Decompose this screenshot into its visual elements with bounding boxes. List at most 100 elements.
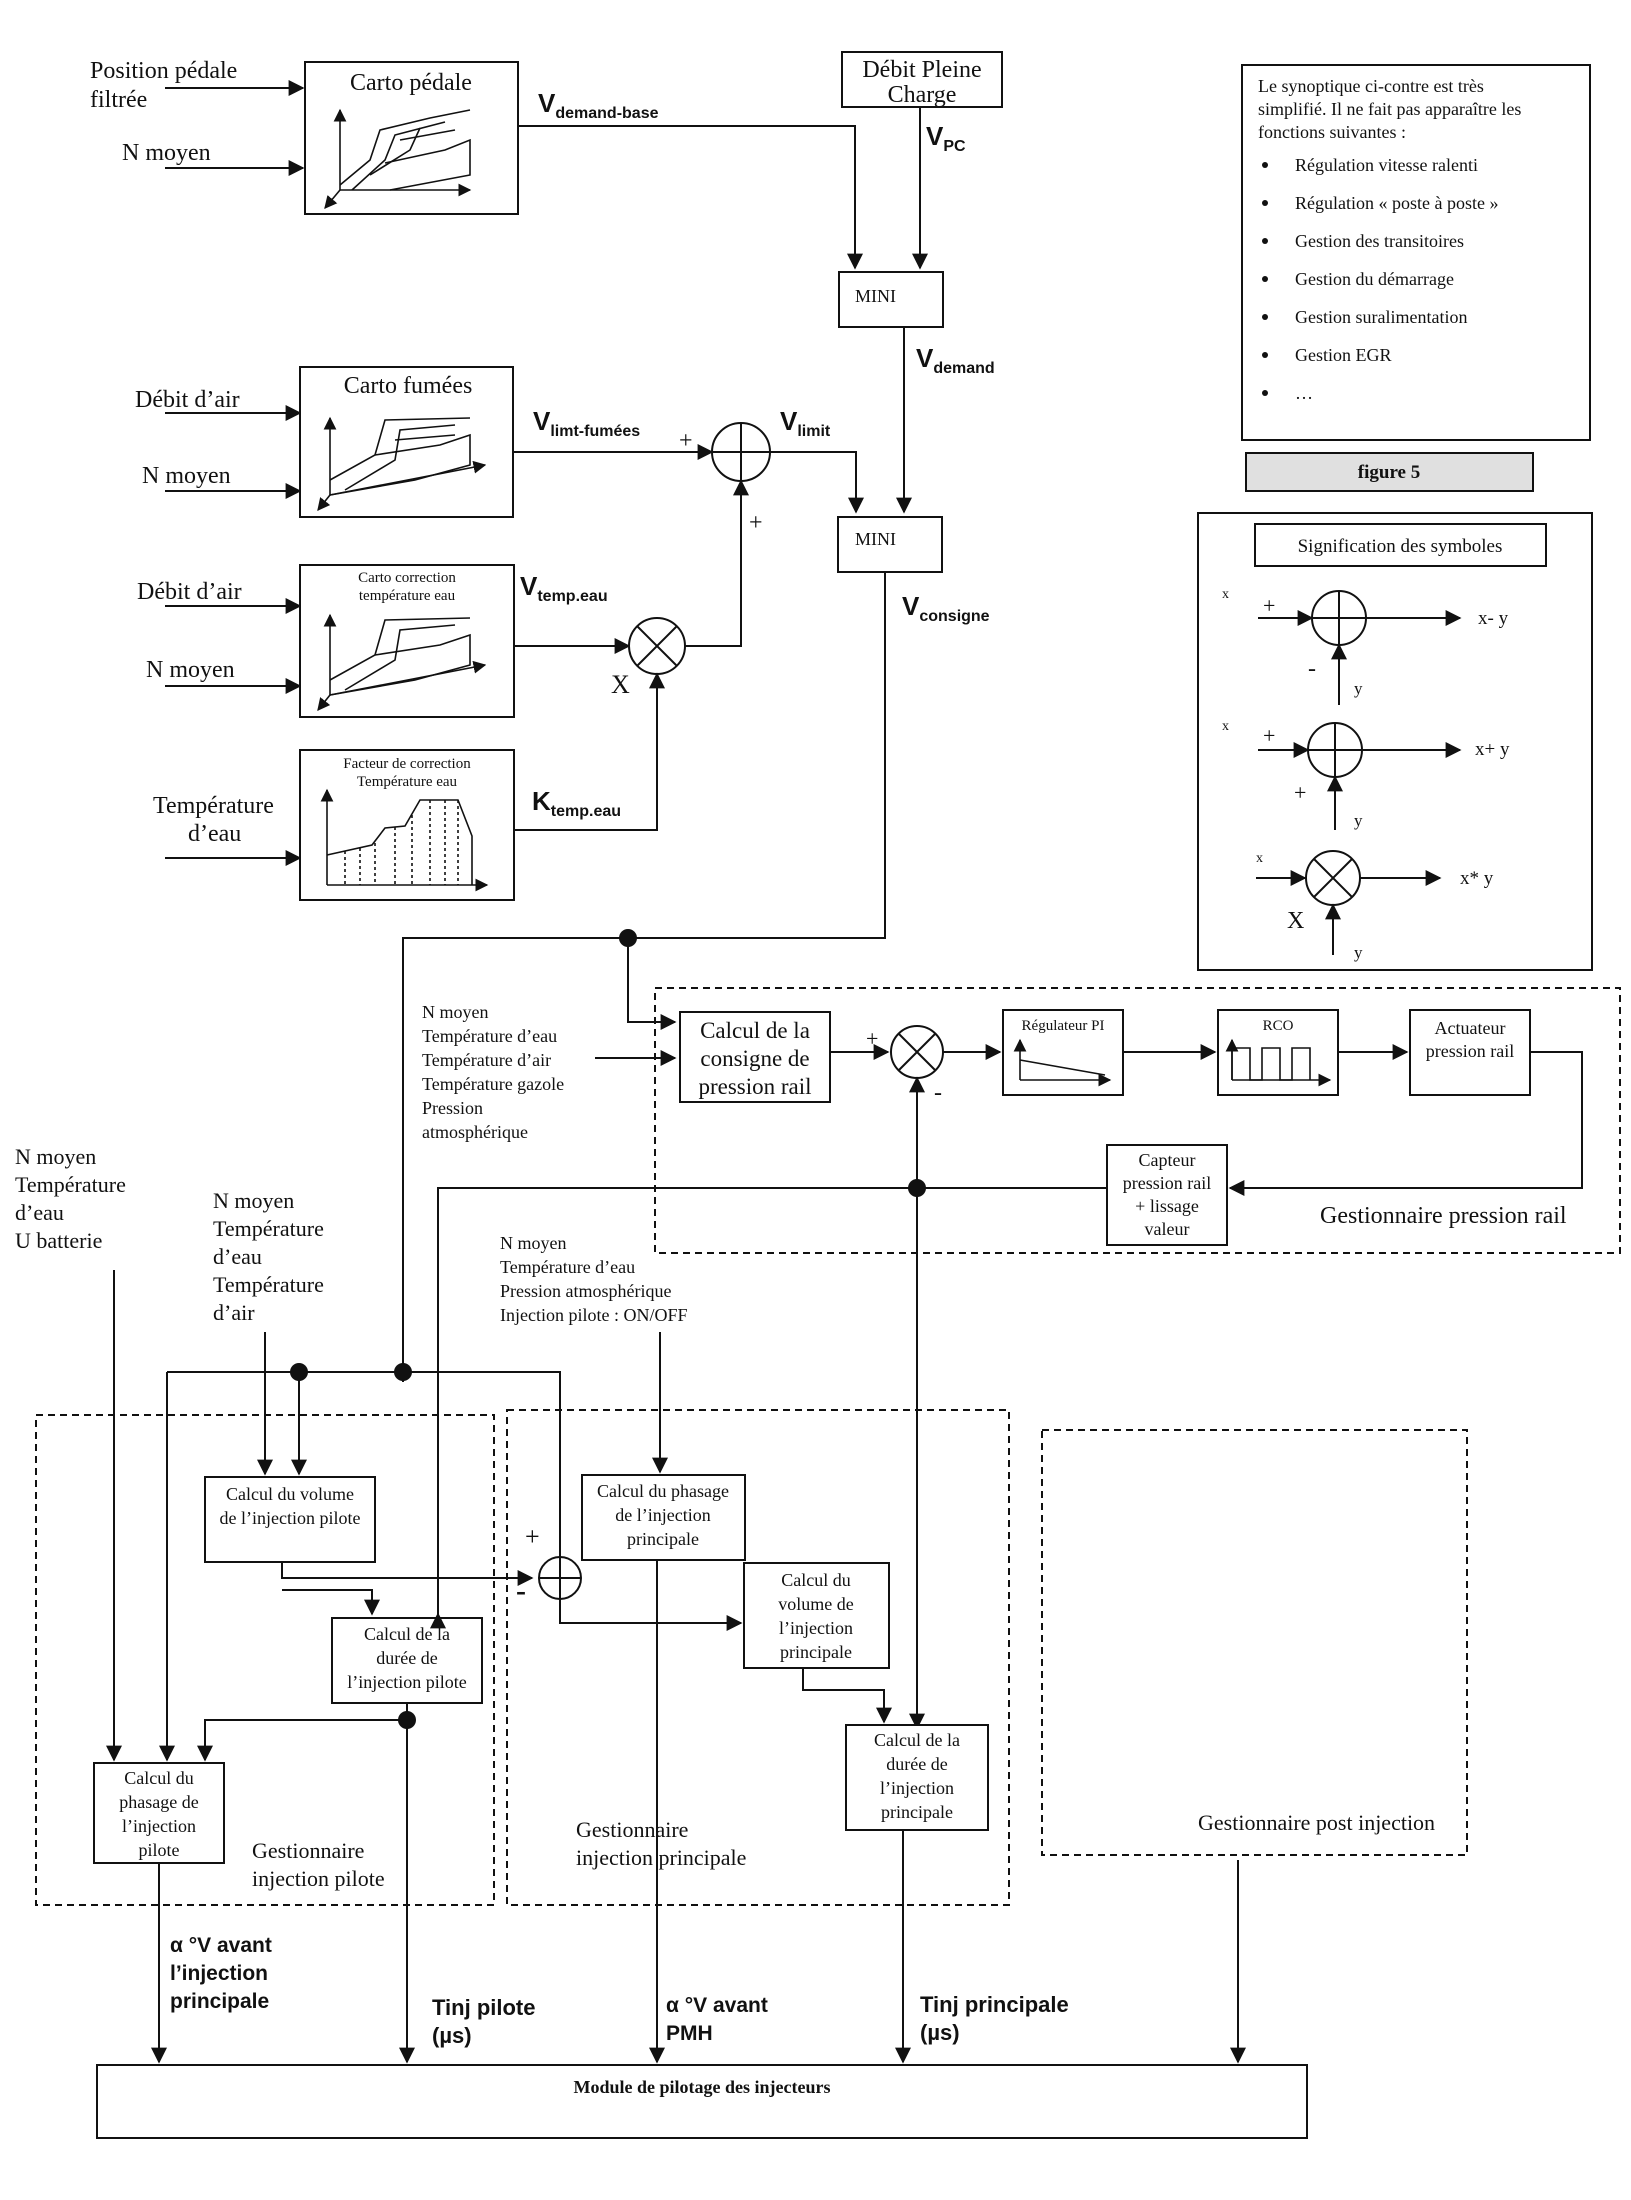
alpha-principale-l1: α °V avant — [666, 1994, 768, 2017]
k-temp-eau-line — [514, 672, 665, 831]
legend-plus-1: + — [1263, 593, 1275, 618]
legend-plus-2: + — [1263, 723, 1275, 748]
rail-input: atmosphérique — [422, 1122, 528, 1142]
map-3d-icon — [317, 416, 487, 511]
legend-y-2: y — [1354, 811, 1363, 830]
calc-phasage-principale-l2: de l’injection — [615, 1505, 710, 1525]
alpha-pilote-l1: α °V avant — [170, 1934, 272, 1957]
note-intro-1: Le synoptique ci-contre est très — [1258, 76, 1484, 96]
tinj-pilote-l1: Tinj pilote — [432, 1995, 535, 2020]
legend-sum: x+ y — [1475, 739, 1510, 760]
calc-duree-principale-l1: Calcul de la — [874, 1730, 960, 1750]
legend-y-3: y — [1354, 943, 1363, 962]
facteur-title-1: Facteur de correction — [343, 756, 471, 772]
main-input: Injection pilote : ON/OFF — [500, 1305, 688, 1325]
left-inputs: N moyen Température d’eau U batterie — [15, 1144, 126, 1253]
regulateur-pi-label: Régulateur PI — [1022, 1018, 1105, 1034]
calc-duree-pilote-l1: Calcul de la — [364, 1624, 450, 1644]
rail-input: N moyen — [422, 1002, 489, 1022]
gestionnaire-principale-l2: injection principale — [576, 1845, 746, 1870]
note-intro-3: fonctions suivantes : — [1258, 122, 1406, 142]
v-demand-base-label: Vdemand-base — [538, 88, 659, 122]
note-item: Gestion EGR — [1295, 345, 1392, 365]
legend-prod: x* y — [1460, 868, 1494, 889]
left-input: Température — [15, 1172, 126, 1197]
module-label: Module de pilotage des injecteurs — [574, 2077, 831, 2097]
calcul-consigne-l1: Calcul de la — [700, 1018, 810, 1043]
legend-title: Signification des symboles — [1298, 536, 1503, 557]
rco-block: RCO — [1217, 1009, 1339, 1096]
module-pilotage-block: Module de pilotage des injecteurs — [96, 2064, 1308, 2139]
rail-inputs: N moyen Température d’eau Température d’… — [422, 1002, 564, 1142]
calc-vol-pilote-l1: Calcul du volume — [226, 1484, 354, 1504]
v-pc-label: VPC — [926, 121, 966, 155]
rail-input: Température gazole — [422, 1074, 564, 1094]
summing-junction-top — [711, 422, 771, 482]
calc-duree-principale-l2: durée de — [886, 1754, 947, 1774]
calc-duree-principale-block: Calcul de la durée de l’injection princi… — [845, 1724, 989, 1831]
note-list: Régulation vitesse ralenti Régulation « … — [1262, 155, 1498, 403]
input-n-moyen-3: N moyen — [146, 657, 235, 683]
calc-phasage-pilote-block: Calcul du phasage de l’injection pilote — [93, 1762, 225, 1864]
correction-curve-icon — [320, 788, 489, 892]
regulateur-pi-block: Régulateur PI — [1002, 1009, 1124, 1096]
summer-junction-main — [538, 1556, 582, 1600]
carto-fumees-title: Carto fumées — [344, 373, 473, 399]
note-item: Gestion du démarrage — [1295, 269, 1454, 289]
actuateur-block: Actuateur pression rail — [1409, 1009, 1531, 1096]
gestionnaire-post-frame — [1041, 1429, 1468, 1856]
input-debit-air-1: Débit d’air — [135, 387, 240, 413]
calc-vol-principale-l3: l’injection — [779, 1618, 853, 1638]
gestionnaire-pression-rail-label: Gestionnaire pression rail — [1320, 1203, 1567, 1229]
calc-phasage-principale-l3: principale — [627, 1529, 699, 1549]
charge-label: Charge — [888, 82, 957, 108]
note-intro-2: simplifié. Il ne fait pas apparaître les — [1258, 99, 1521, 119]
main-input: Pression atmosphérique — [500, 1281, 671, 1301]
junction-dot-bus-2 — [394, 1363, 412, 1381]
gestionnaire-principale-l1: Gestionnaire — [576, 1817, 688, 1842]
consigne-to-pilot — [402, 937, 628, 1382]
carto-correction-title-2: température eau — [359, 588, 456, 604]
figure-label-box: figure 5 — [1245, 452, 1534, 492]
calc-phasage-principale-l1: Calcul du phasage — [597, 1481, 729, 1501]
v-temp-eau-label: Vtemp.eau — [520, 571, 608, 605]
pilot-inputs: N moyen Température d’eau Température d’… — [213, 1188, 324, 1325]
k-temp-eau-label: Ktemp.eau — [532, 786, 621, 820]
rail-input: Pression — [422, 1098, 483, 1118]
tinj-principale-l2: (µs) — [920, 2020, 960, 2045]
calc-vol-principale-l1: Calcul du — [781, 1570, 851, 1590]
input-n-moyen-2: N moyen — [142, 463, 231, 489]
legend-minus: - — [1308, 656, 1316, 682]
facteur-correction-block: Facteur de correction Température eau — [299, 749, 515, 901]
mini-block-2: MINI — [837, 516, 943, 573]
actuateur-to-capteur — [1228, 1051, 1583, 1196]
main-input: N moyen — [500, 1233, 567, 1253]
v-demand-base-line — [518, 125, 863, 270]
pilot-input: Température — [213, 1216, 324, 1241]
mini-label-1: MINI — [855, 286, 896, 306]
duree-to-phasage — [197, 1719, 407, 1762]
note-item: … — [1295, 383, 1313, 403]
v-consigne-label: Vconsigne — [902, 591, 990, 625]
capteur-l2: pression rail — [1123, 1173, 1211, 1193]
pilot-input: N moyen — [213, 1188, 294, 1213]
actuateur-l1: Actuateur — [1435, 1018, 1506, 1038]
symbols-legend: Signification des symboles x + x- y - y … — [1197, 512, 1593, 971]
input-n-moyen-1: N moyen — [122, 140, 211, 166]
input-arrows — [165, 80, 305, 866]
capteur-l4: valeur — [1145, 1219, 1190, 1239]
calcul-consigne-l3: pression rail — [698, 1074, 811, 1099]
input-d-eau: d’eau — [188, 821, 241, 847]
rail-input: Température d’air — [422, 1050, 551, 1070]
left-input: d’eau — [15, 1200, 64, 1225]
carto-pedale-title: Carto pédale — [350, 70, 472, 96]
left-input: N moyen — [15, 1144, 96, 1169]
legend-plus-3: + — [1294, 780, 1306, 805]
input-pedal-filtered: filtrée — [90, 87, 147, 113]
summer-plus: + — [525, 1522, 540, 1551]
gestionnaire-pilote-l1: Gestionnaire — [252, 1838, 364, 1863]
capteur-block: Capteur pression rail + lissage valeur — [1106, 1144, 1228, 1246]
v-limit-label: Vlimit — [780, 406, 831, 440]
map-3d-icon — [324, 108, 472, 209]
